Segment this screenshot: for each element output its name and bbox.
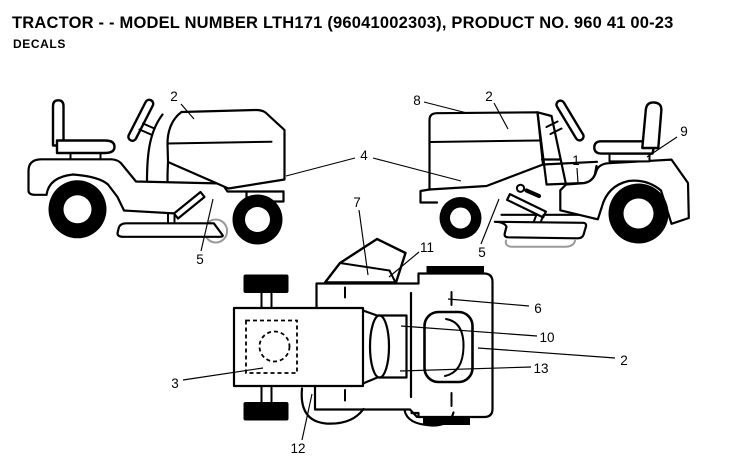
right-ignition-key-ring	[515, 183, 526, 193]
callout-2-left-hood: 2	[170, 89, 178, 104]
top-front-axles	[260, 292, 273, 403]
leader-13-console	[399, 366, 532, 372]
callout-4: 4	[360, 148, 368, 163]
leader-6-rear-body	[447, 298, 530, 307]
right-seat-cushion	[593, 140, 657, 155]
top-steering-wheel-rim	[444, 318, 465, 377]
top-hood-decal-circle	[258, 330, 291, 363]
right-front-bumper	[419, 188, 439, 204]
top-dash-panel	[323, 237, 407, 284]
leader-3-hood-top	[182, 367, 264, 381]
top-hood-decal-outline	[245, 319, 298, 374]
leader-10-console	[400, 325, 538, 337]
callout-1: 1	[572, 153, 580, 168]
left-rear-wheel-hub	[63, 195, 92, 224]
top-steering-column	[368, 314, 391, 379]
left-hood	[166, 108, 286, 190]
right-steering-column	[545, 120, 563, 135]
right-steering-wheel	[555, 99, 585, 142]
left-deck-hanger	[167, 212, 176, 225]
leader-9-seat	[646, 136, 678, 158]
left-seat-backrest	[51, 99, 65, 147]
top-front-wheel-right	[243, 402, 289, 421]
leader-11-dash	[388, 251, 420, 278]
left-fender-side	[27, 169, 48, 196]
leader-2-steering	[477, 347, 616, 359]
callout-2-steering: 2	[620, 353, 628, 368]
callout-11: 11	[420, 240, 434, 255]
top-deck-edge-left	[300, 387, 365, 425]
left-steering-column	[138, 122, 156, 136]
page-title: TRACTOR - - MODEL NUMBER LTH171 (9604100…	[12, 14, 674, 32]
top-steering-wheel	[423, 310, 474, 384]
callout-labels: 2 5 4 8 2 9 1 5 7 11 3 12 6 10 13 2	[170, 89, 688, 456]
leader-5-left-deck	[200, 198, 214, 252]
leader-5-right-deck	[480, 198, 500, 245]
tractor-right-side-view	[419, 99, 690, 248]
callout-8: 8	[413, 93, 421, 108]
right-deck-shadow	[504, 239, 576, 248]
callout-5-right-deck: 5	[478, 245, 486, 260]
page-subtitle: DECALS	[13, 37, 66, 51]
callout-13: 13	[533, 361, 548, 376]
callout-10: 10	[539, 330, 554, 345]
top-dash-panel-fold	[339, 262, 397, 284]
callout-12: 12	[290, 441, 305, 456]
right-ignition-key	[524, 188, 542, 199]
leader-7-dash	[358, 209, 369, 276]
callout-3: 3	[171, 376, 179, 391]
top-body-ticks	[344, 286, 453, 407]
leader-12-deck-edge	[301, 393, 313, 441]
left-hood-seam	[166, 140, 273, 145]
right-seat-backrest	[641, 101, 663, 150]
leader-2-right-hood	[493, 102, 509, 130]
leader-4-right	[372, 157, 462, 182]
right-frame-top	[541, 160, 599, 166]
callout-9: 9	[680, 124, 688, 139]
callout-7: 7	[353, 195, 361, 210]
callout-5-left-deck: 5	[196, 252, 204, 267]
left-fender-top	[27, 158, 285, 193]
left-front-wheel-hub	[245, 207, 270, 232]
right-front-wheel-hub	[450, 207, 471, 229]
left-steering-wheel	[127, 98, 155, 142]
left-deck-lever	[172, 190, 206, 220]
callout-6: 6	[534, 301, 542, 316]
left-mower-deck	[116, 222, 224, 238]
top-rear-body	[410, 272, 494, 419]
left-wheel-arch	[45, 173, 178, 215]
right-mower-deck	[493, 220, 588, 240]
callout-leader-lines	[180, 101, 678, 441]
leader-2-left-hood	[180, 103, 195, 120]
tractor-left-side-view	[27, 98, 286, 245]
left-seat-cushion	[55, 139, 116, 155]
top-deck-edge-right	[403, 408, 455, 427]
leader-8-grille	[423, 101, 468, 114]
right-hood	[428, 111, 545, 191]
right-hood-seam	[429, 139, 541, 143]
right-dash-tower	[536, 111, 568, 186]
right-deck-lever	[506, 193, 547, 219]
top-front-wheel-left	[243, 274, 289, 293]
right-rear-wheel-hub	[623, 198, 654, 229]
callout-2-right-hood: 2	[485, 89, 493, 104]
right-fender	[559, 158, 690, 225]
top-rear-wheel-left	[426, 266, 484, 274]
top-hood	[232, 306, 365, 388]
leader-1-chassis	[576, 167, 579, 184]
leader-4-left	[285, 157, 356, 177]
tractor-top-view	[232, 237, 494, 427]
